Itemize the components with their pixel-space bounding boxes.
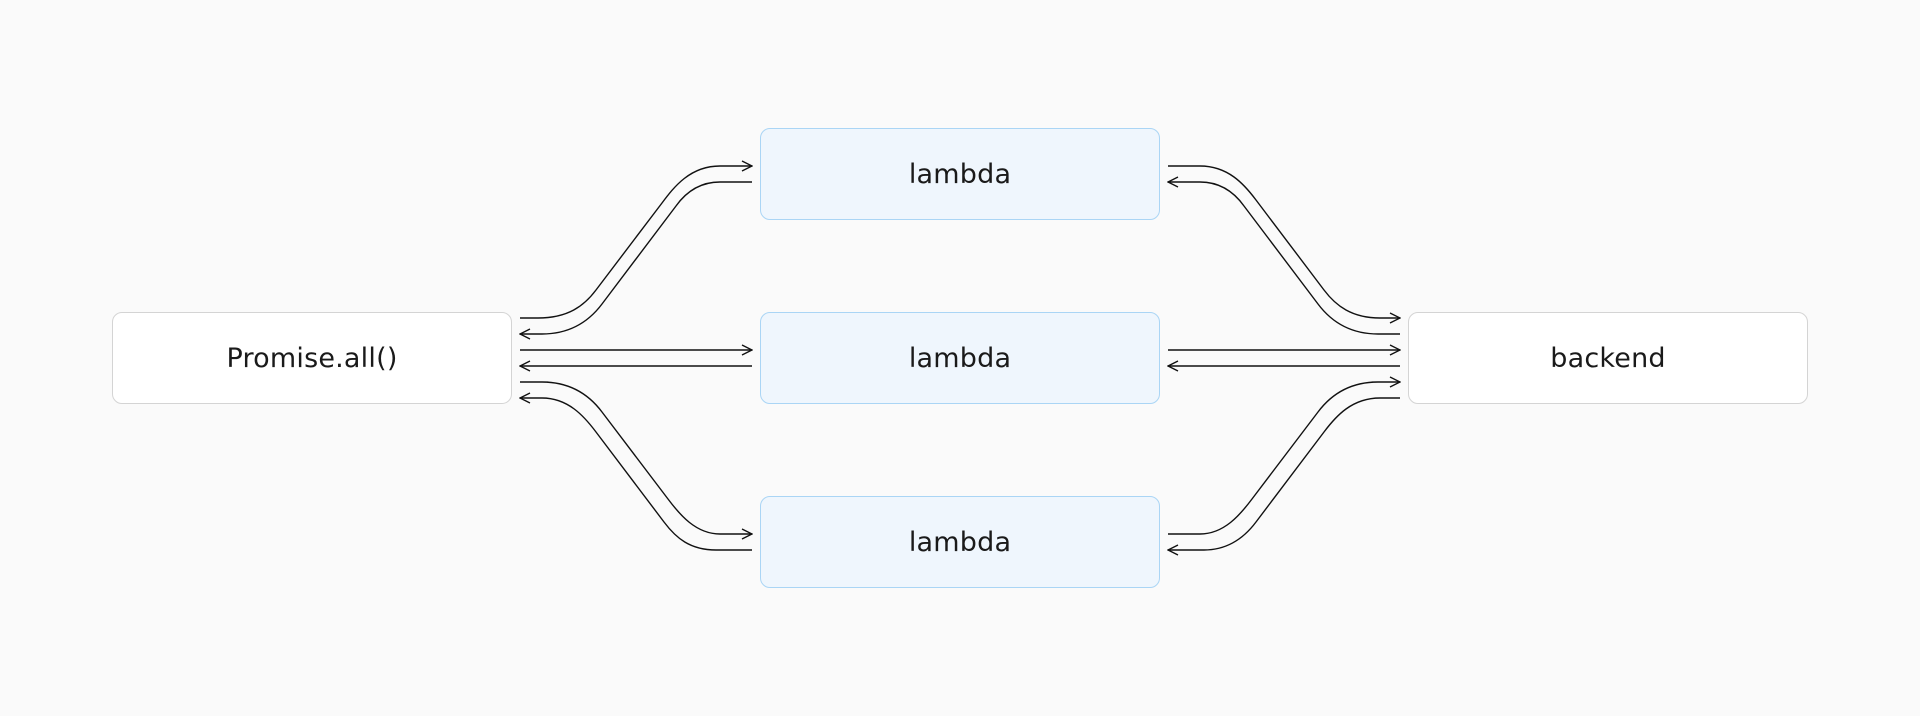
lambda-node-3: lambda: [760, 496, 1160, 588]
promise-all-label: Promise.all(): [226, 342, 398, 374]
arrow-promise-to-lambda-3: [520, 381, 752, 534]
arrow-backend-to-lambda-1: [1168, 182, 1400, 335]
arrow-lambda-1-to-promise: [520, 181, 752, 334]
promise-all-node: Promise.all(): [112, 312, 512, 404]
arrow-lambda-1-to-backend: [1168, 165, 1400, 318]
arrow-backend-to-lambda-3: [1168, 397, 1400, 550]
lambda-label-1: lambda: [908, 158, 1012, 190]
backend-label: backend: [1550, 342, 1666, 374]
lambda-label-3: lambda: [908, 526, 1012, 558]
lambda-node-1: lambda: [760, 128, 1160, 220]
arrow-lambda-3-to-backend: [1168, 382, 1400, 535]
arrow-promise-to-lambda-1: [520, 166, 752, 319]
lambda-label-2: lambda: [908, 342, 1012, 374]
lambda-node-2: lambda: [760, 312, 1160, 404]
arrow-lambda-3-to-promise: [520, 398, 752, 551]
backend-node: backend: [1408, 312, 1808, 404]
